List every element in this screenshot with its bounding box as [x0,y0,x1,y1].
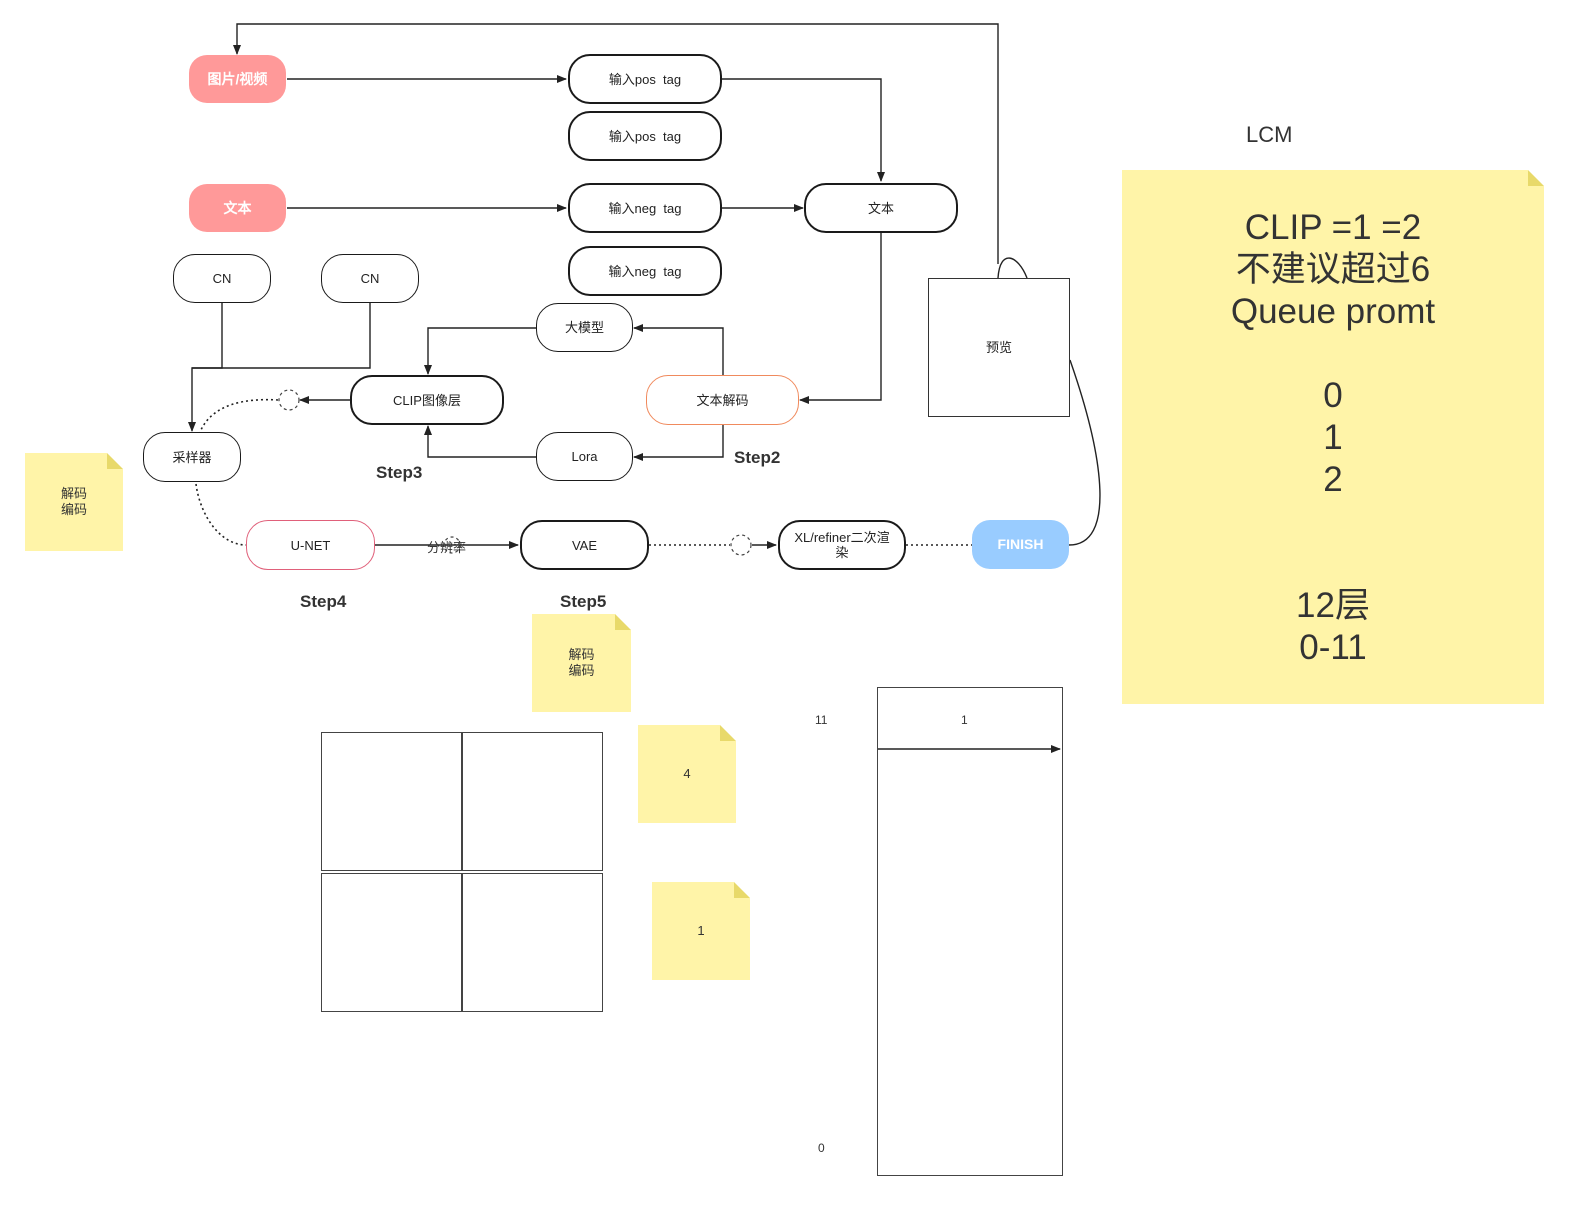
edge-lora-to-clip [424,425,536,458]
edge-finish-to-preview [1068,359,1101,546]
node-lora-label: Lora [571,449,598,464]
node-pos-tag-2[interactable]: 输入pos tag [568,111,722,161]
edge-cn2-to-sampler [192,303,371,369]
node-neg-tag-2-label: 输入neg tag [608,263,682,279]
layer-axis-top-label: 11 [815,713,828,727]
junction-circle-clip [278,389,300,411]
node-cn-1[interactable]: CN [173,254,271,303]
layer-column-inner-label: 1 [961,713,968,727]
step4-label: Step4 [300,592,347,611]
step5-label: Step5 [560,592,607,611]
node-unet[interactable]: U-NET [246,520,375,570]
node-media-label: 图片/视频 [207,70,268,87]
sticky-note-four[interactable]: 4 [638,725,736,823]
lcm-line-queue: Queue promt [1230,292,1436,331]
node-cn-2[interactable]: CN [321,254,419,303]
node-refiner[interactable]: XL/refiner二次渲染 [778,520,906,570]
layer-axis-bottom-label: 0 [818,1141,825,1155]
lcm-sticky-note[interactable]: CLIP =1 =2 不建议超过6 Queue promt 0 1 2 12层 … [1122,170,1544,704]
node-cn-1-label: CN [212,271,232,286]
lcm-line-warning: 不建议超过6 [1235,250,1431,289]
edge-preview-curl [997,257,1028,279]
node-big-model-label: 大模型 [564,320,604,335]
grid-cell-bottom-right [461,873,603,1012]
node-refiner-label: XL/refiner二次渲染 [794,530,890,560]
step3-label: Step3 [376,463,423,482]
node-preview[interactable]: 预览 [928,278,1070,417]
edge-pos-tag-to-text [722,78,885,182]
node-vae-label: VAE [571,537,598,553]
lcm-line-two: 2 [1323,460,1343,499]
lcm-line-clip: CLIP =1 =2 [1244,208,1422,247]
node-neg-tag-2[interactable]: 输入neg tag [568,246,722,296]
edge-decode-to-lora [633,425,724,461]
edge-junction-to-sampler [199,398,279,433]
lcm-line-zero: 0 [1323,376,1343,415]
grid-cell-top-right [461,732,603,871]
edge-sampler-to-unet [195,483,247,546]
node-sampler[interactable]: 采样器 [143,432,241,482]
lcm-line-one: 1 [1323,418,1343,457]
grid-cell-top-left [321,732,463,871]
node-sampler-label: 采样器 [172,449,212,465]
node-neg-tag-1-label: 输入neg tag [608,200,682,216]
node-pos-tag-2-label: 输入pos tag [608,128,682,144]
node-text-decode-label: 文本解码 [696,392,749,408]
lcm-line-range: 0-11 [1299,628,1367,667]
node-cn-2-label: CN [360,271,380,286]
node-media[interactable]: 图片/视频 [189,55,286,103]
grid-cell-bottom-left [321,873,463,1012]
node-neg-tag-1[interactable]: 输入neg tag [568,183,722,233]
node-text-input-label: 文本 [223,199,252,216]
node-clip-layer[interactable]: CLIP图像层 [350,375,504,425]
junction-circle-unet [443,536,461,554]
node-finish[interactable]: FINISH [972,520,1069,569]
node-text-decode[interactable]: 文本解码 [646,375,799,425]
sticky-note-decode-left[interactable]: 解码 编码 [25,453,123,551]
step2-label: Step2 [734,448,781,467]
node-vae[interactable]: VAE [520,520,649,570]
node-big-model[interactable]: 大模型 [536,303,633,352]
node-text-merge-label: 文本 [867,200,894,216]
edge-text-to-decode [799,233,882,404]
sticky-note-decode-mid[interactable]: 解码 编码 [532,614,631,712]
layer-column [877,687,1063,1176]
lcm-title: LCM [1246,122,1293,147]
edge-label-resolution: 分辨率 [427,540,467,555]
sticky-note-one[interactable]: 1 [652,882,750,980]
node-finish-label: FINISH [997,536,1044,552]
lcm-line-layers: 12层 [1296,586,1370,625]
node-lora[interactable]: Lora [536,432,633,481]
edge-decode-to-model [633,324,724,375]
node-text-input[interactable]: 文本 [189,184,286,232]
edge-model-to-clip [424,327,536,375]
edge-cn1-to-sampler [188,303,223,432]
node-clip-layer-label: CLIP图像层 [393,392,461,408]
edge-preview-to-media [233,23,999,264]
node-pos-tag-1-label: 输入pos tag [608,71,682,87]
node-text-merge[interactable]: 文本 [804,183,958,233]
node-unet-label: U-NET [290,537,331,553]
node-preview-label: 预览 [985,340,1012,355]
junction-circle-vae [730,534,752,556]
node-pos-tag-1[interactable]: 输入pos tag [568,54,722,104]
